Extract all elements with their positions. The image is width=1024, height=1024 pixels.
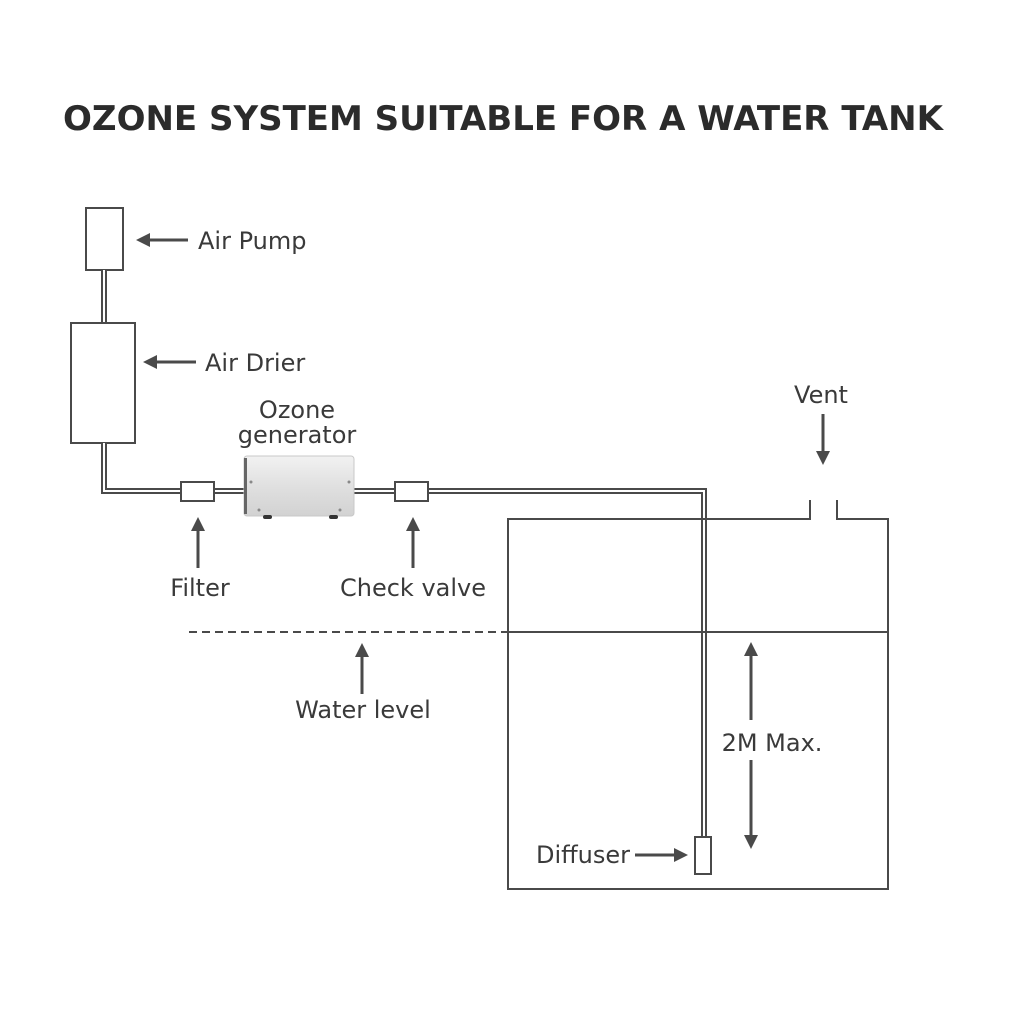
- diffuser-label: Diffuser: [536, 841, 630, 869]
- max-depth-arrow: [744, 642, 758, 849]
- air-pump-label: Air Pump: [198, 227, 306, 255]
- ozone-generator-label-line2: generator: [238, 421, 357, 449]
- filter-box: [180, 481, 215, 502]
- check-valve-box: [394, 481, 429, 502]
- check-valve-label: Check valve: [340, 574, 486, 602]
- water-level-label: Water level: [295, 696, 431, 724]
- air-drier-box: [70, 322, 136, 444]
- air-drier-arrow: [143, 355, 196, 369]
- diffuser-arrow: [635, 848, 688, 862]
- vent-label: Vent: [794, 381, 848, 409]
- main-pipe: [101, 443, 707, 840]
- water-tank: [507, 500, 889, 890]
- vent-arrow: [816, 414, 830, 465]
- ozone-generator-unit: [243, 455, 355, 519]
- filter-arrow: [191, 517, 205, 568]
- diagram-title: OZONE SYSTEM SUITABLE FOR A WATER TANK: [63, 99, 945, 139]
- water-level-arrow: [355, 643, 369, 694]
- filter-label: Filter: [170, 574, 230, 602]
- diffuser-box: [694, 836, 712, 875]
- air-drier-label: Air Drier: [205, 349, 305, 377]
- max-depth-label: 2M Max.: [722, 729, 823, 757]
- check-valve-arrow: [406, 517, 420, 568]
- air-pump-arrow: [136, 233, 188, 247]
- ozone-generator-label-line1: Ozone: [259, 396, 335, 424]
- air-pump-box: [85, 207, 124, 271]
